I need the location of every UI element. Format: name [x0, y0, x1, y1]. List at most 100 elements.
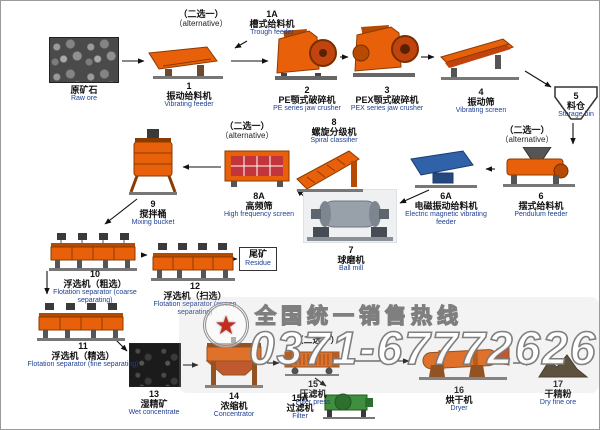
label-en: Raw ore [70, 95, 98, 103]
label-zh: 过滤机 [286, 403, 314, 414]
label-zh: 干精粉 [544, 389, 572, 400]
label-en: Spiral classifier [310, 137, 358, 145]
filter-press-illustration [283, 347, 341, 377]
flotation-sweep-label: 12 浮选机（扫选） Flotation separator (sweep se… [145, 281, 245, 317]
concentrator-illustration [203, 337, 265, 391]
trough-feeder-label: 1A 槽式给料机 Trough feeder [233, 9, 311, 37]
step-number: 4 [478, 87, 484, 97]
pendulum-feeder-illustration [497, 146, 581, 189]
label-en: Wet concentrate [128, 409, 180, 417]
step-number: 16 [453, 385, 464, 395]
label-en: Residue [245, 259, 271, 267]
dryer-label: 16 烘干机 Dryer [423, 385, 495, 413]
step-number: 12 [189, 281, 200, 291]
wet-concentrate-label: 13 湿精矿 Wet concentrate [121, 389, 187, 417]
pe-jaw-crusher-label: 2 PE颚式破碎机 PE series jaw crusher [267, 85, 347, 113]
step-number: 2 [304, 85, 310, 95]
storage-bin-label: 5 料仓 Storage bin [553, 91, 599, 119]
step-number: 8 [331, 117, 337, 127]
alternative-marker-feeder: （二选一） （alternative） [169, 9, 233, 29]
label-zh: 湿精矿 [140, 399, 168, 410]
high-frequency-screen-illustration [223, 147, 293, 189]
label-zh: 高频筛 [245, 201, 273, 212]
raw-ore-image [49, 37, 119, 83]
label-zh: 振动筛 [467, 97, 495, 108]
storage-bin-illustration [553, 85, 599, 123]
pe-jaw-crusher-illustration [273, 29, 339, 83]
label-zh: 浓缩机 [220, 401, 248, 412]
label-en: Dry fine ore [539, 399, 577, 407]
mixing-bucket-illustration [127, 129, 179, 197]
step-number: 7 [348, 245, 354, 255]
label-en: High frequency screen [223, 211, 295, 219]
alternative-marker-filter: （二选一） [287, 335, 347, 345]
vibrating-screen-label: 4 振动筛 Vibrating screen [439, 87, 523, 115]
step-number: 10 [89, 269, 100, 279]
step-number: 15A [291, 393, 309, 403]
vibrating-feeder-illustration [147, 45, 229, 79]
label-zh: 浮选机（粗选） [63, 279, 127, 290]
step-number: 14 [228, 391, 239, 401]
label-zh: 料仓 [566, 101, 585, 112]
concentrator-label: 14 浓缩机 Concentrator [203, 391, 265, 419]
label-en: Pendulum feeder [514, 211, 568, 219]
step-number: 13 [148, 389, 159, 399]
label-en: Concentrator [213, 411, 255, 419]
alt-zh: （二选一） [224, 121, 270, 131]
label-en: Storage bin [558, 111, 594, 119]
label-en: Filter press [295, 399, 331, 407]
mixing-bucket-label: 9 搅拌桶 Mixing bucket [115, 199, 191, 227]
label-zh: 压滤机 [299, 389, 327, 400]
label-zh: PE颚式破碎机 [278, 95, 336, 106]
label-en: PE series jaw crusher [273, 105, 341, 113]
flotation-fine-label: 11 浮选机（精选） Flotation separator (fine sep… [27, 341, 139, 369]
alt-zh: （二选一） [504, 125, 550, 135]
vibrating-feeder-label: 1 振动给料机 Vibrating feeder [151, 81, 227, 109]
label-en: Vibrating screen [455, 107, 507, 115]
residue-box: 尾矿 Residue [239, 247, 277, 271]
dryer-illustration [413, 339, 511, 383]
dry-fine-ore-illustration [537, 349, 589, 379]
pex-jaw-crusher-label: 3 PEX颚式破碎机 PEX series jaw crusher [345, 85, 429, 113]
wet-concentrate-image [129, 343, 181, 387]
label-zh: PEX颚式破碎机 [355, 95, 419, 106]
step-number: 6A [440, 191, 452, 201]
label-zh: 摆式给料机 [518, 201, 564, 212]
spiral-classifier-illustration [295, 143, 371, 195]
alt-zh: （二选一） [294, 335, 340, 345]
label-zh: 螺旋分级机 [311, 127, 357, 138]
step-number: 17 [552, 379, 563, 389]
alt-en: （alternative） [174, 19, 228, 29]
flotation-coarse-label: 10 浮选机（粗选） Flotation separator (coarse s… [39, 269, 151, 305]
label-zh: 原矿石 [70, 85, 98, 95]
step-number: 11 [78, 341, 88, 351]
label-en: Trough feeder [250, 29, 294, 37]
label-zh: 尾矿 [248, 249, 267, 259]
label-en: Ball mill [338, 265, 364, 273]
label-en: Filter [292, 413, 308, 421]
step-number: 8A [253, 191, 265, 201]
label-en: Dryer [450, 405, 468, 413]
alt-zh: （二选一） [178, 9, 224, 19]
label-en: Flotation separator (fine separating) [27, 361, 139, 369]
label-zh: 振动给料机 [166, 91, 212, 102]
label-en: Electric magnetic vibrating feeder [405, 211, 487, 226]
label-zh: 浮选机（扫选） [163, 291, 227, 302]
filter-label: 15A 过滤机 Filter [279, 393, 321, 421]
label-zh: 浮选机（精选） [51, 351, 115, 362]
flotation-coarse-illustration [47, 227, 139, 271]
pendulum-feeder-label: 6 摆式给料机 Pendulum feeder [499, 191, 583, 219]
alt-en: （alternative） [500, 135, 554, 145]
step-number: 5 [573, 91, 579, 101]
step-number: 1 [186, 81, 192, 91]
raw-ore-label: 原矿石 Raw ore [49, 85, 119, 103]
ball-mill-label: 7 球磨机 Ball mill [315, 245, 387, 273]
alt-en: （alternative） [220, 131, 274, 141]
spiral-classifier-label: 8 螺旋分级机 Spiral classifier [293, 117, 375, 145]
label-zh: 电磁振动给料机 [414, 201, 478, 212]
step-number: 9 [150, 199, 156, 209]
step-number: 1A [266, 9, 278, 19]
label-en: Vibrating feeder [164, 101, 214, 109]
alternative-marker-classifier: （二选一） （alternative） [213, 121, 281, 141]
label-en: PEX series jaw crusher [350, 105, 424, 113]
